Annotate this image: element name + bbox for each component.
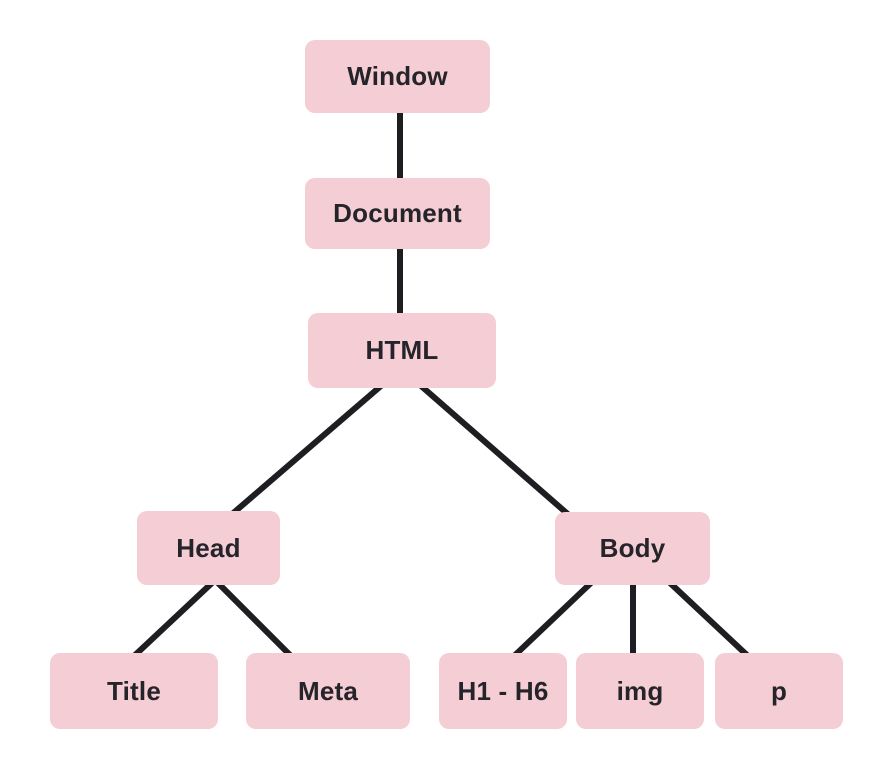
node-h1h6: H1 - H6 [439, 653, 567, 729]
node-meta: Meta [246, 653, 410, 729]
edge-html-head [229, 382, 384, 518]
node-img: img [576, 653, 704, 729]
node-body: Body [555, 512, 710, 585]
node-head: Head [137, 511, 280, 585]
edge-head-title [130, 579, 216, 660]
node-window: Window [305, 40, 490, 113]
node-p: p [715, 653, 843, 729]
node-html: HTML [308, 313, 496, 388]
node-document: Document [305, 178, 490, 249]
edge-body-p [666, 579, 752, 660]
node-title: Title [50, 653, 218, 729]
edge-body-h1h6 [510, 579, 595, 660]
edge-head-meta [214, 579, 295, 660]
edge-html-body [418, 382, 572, 519]
